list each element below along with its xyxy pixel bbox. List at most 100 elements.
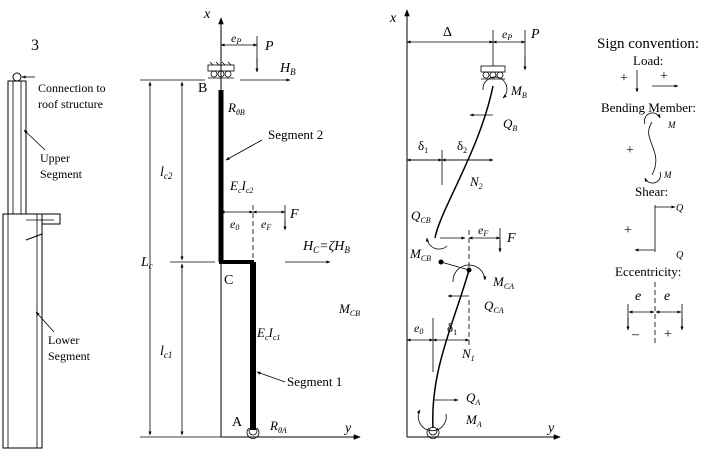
QA-label: QA	[466, 390, 480, 407]
segment2-arrow	[225, 139, 263, 161]
QB-label: QB	[503, 116, 517, 133]
MCB-right-label: MCB	[409, 246, 431, 263]
sign-title: Sign convention:	[597, 36, 699, 52]
bending-plus: +	[626, 143, 634, 158]
upper-segment	[7, 80, 27, 215]
x-axis-right-label: x	[389, 11, 397, 26]
F-right-label: F	[506, 231, 516, 246]
bending-moment-bottom	[644, 171, 661, 184]
Lc-label: Lc	[140, 255, 153, 271]
EcIc2-label: EcIc2	[229, 178, 253, 195]
HC-label: HC=ζHB	[302, 239, 350, 255]
eP-right-label: eP	[502, 27, 512, 42]
ecc-e-left: e	[635, 289, 641, 304]
segment2-label: Segment 2	[268, 127, 323, 142]
MA-moment-arc	[416, 409, 447, 432]
load-plus-left: +	[620, 71, 628, 86]
bending-moment-top	[644, 112, 661, 125]
QCB-label: QCB	[411, 208, 431, 225]
delta2-label: δ2	[457, 138, 467, 155]
shear-Q-bottom: Q	[676, 250, 684, 261]
y-axis-label: y	[343, 421, 352, 436]
segment1-label: Segment 1	[287, 374, 342, 389]
step-link	[440, 261, 470, 271]
N2-label: N2	[469, 174, 483, 191]
shear-plus: +	[624, 223, 632, 238]
P-label: P	[264, 39, 274, 54]
RthetaB-label: RθB	[227, 100, 245, 117]
HB-label: HB	[279, 61, 296, 77]
roller-support-top	[480, 65, 506, 73]
e0-right-label: e0	[414, 321, 423, 336]
eccentricity-heading: Eccentricity:	[615, 264, 681, 279]
lower-segment-label-line2: Segment	[48, 349, 91, 363]
node-B-label: B	[198, 81, 207, 96]
hatch	[227, 61, 232, 66]
roller	[482, 71, 490, 79]
connection-label-line2: roof structure	[38, 97, 103, 111]
structural-model: x y eP P HB B RθB Segment 2 EcIc2	[140, 7, 361, 440]
lower-segment-label-line1: Lower	[48, 333, 79, 347]
crane-corbel	[25, 213, 61, 241]
hatch	[221, 61, 226, 66]
N1-label: N1	[461, 346, 475, 363]
bending-M-top: M	[667, 120, 676, 130]
y-axis-right-label: y	[546, 421, 555, 436]
roller	[489, 71, 497, 79]
lc2-label: lc2	[160, 165, 173, 181]
MCB-moment-arc	[425, 237, 448, 250]
node-A-label: A	[232, 415, 243, 430]
hatch	[215, 61, 220, 66]
node-C-label: C	[224, 273, 233, 288]
upper-segment-label-line2: Segment	[40, 167, 83, 181]
lower-label-arrow	[35, 311, 55, 333]
panel-number: 3	[31, 37, 39, 54]
shear-Q-top: Q	[676, 203, 684, 214]
delta1b-label: δ1	[447, 320, 457, 337]
lc1-label: lc1	[160, 344, 172, 360]
rotation-spring-right	[426, 427, 440, 439]
ecc-minus: –	[631, 327, 640, 342]
MCA-moment-arc	[452, 264, 487, 283]
delta1-label: δ1	[418, 138, 428, 155]
bending-member-curve	[648, 121, 657, 176]
QCA-label: QCA	[484, 298, 504, 315]
pin-support-A	[248, 426, 258, 436]
shear-heading: Shear:	[635, 184, 668, 199]
bending-heading: Bending Member:	[601, 100, 696, 115]
sign-convention: Sign convention: Load: + + Bending Membe…	[597, 36, 699, 345]
physical-column: 3 Connection to roof structure Upper Seg…	[2, 37, 106, 449]
upper-label-arrow	[23, 129, 46, 151]
ecc-plus: +	[664, 327, 672, 342]
load-heading: Load:	[633, 53, 663, 68]
EcIc1-label: EcIc1	[256, 325, 280, 342]
x-axis-label: x	[203, 7, 211, 22]
MB-moment-arc	[482, 76, 508, 99]
roller	[217, 70, 225, 78]
segment1-arrow	[256, 371, 286, 383]
F-label: F	[289, 207, 299, 222]
pin-support-right	[428, 426, 438, 436]
eF-right-label: eF	[478, 223, 488, 238]
upper-segment-label-line1: Upper	[40, 151, 70, 165]
ecc-e-right: e	[664, 289, 670, 304]
hatch	[209, 61, 214, 66]
eP-label: eP	[231, 31, 241, 46]
e0-label: e0	[230, 217, 239, 232]
roller	[224, 70, 232, 78]
free-body-diagram: x y Δ eP P MB QB δ1 δ2 N2 QCB	[389, 9, 561, 440]
P-right-label: P	[530, 27, 540, 42]
roof-connection-pin	[12, 72, 22, 82]
deflected-segment-2	[434, 85, 494, 239]
eF-label: eF	[261, 217, 271, 232]
MB-label: MB	[510, 83, 527, 100]
deflected-segment-1	[432, 269, 470, 429]
roller	[210, 70, 218, 78]
MCB-label: MCB	[338, 301, 360, 318]
load-plus-right: +	[660, 69, 668, 84]
delta-label: Δ	[443, 25, 452, 40]
MCA-label: MCA	[492, 274, 514, 291]
MA-label: MA	[465, 412, 482, 429]
RthetaA-label: RθA	[269, 418, 287, 435]
